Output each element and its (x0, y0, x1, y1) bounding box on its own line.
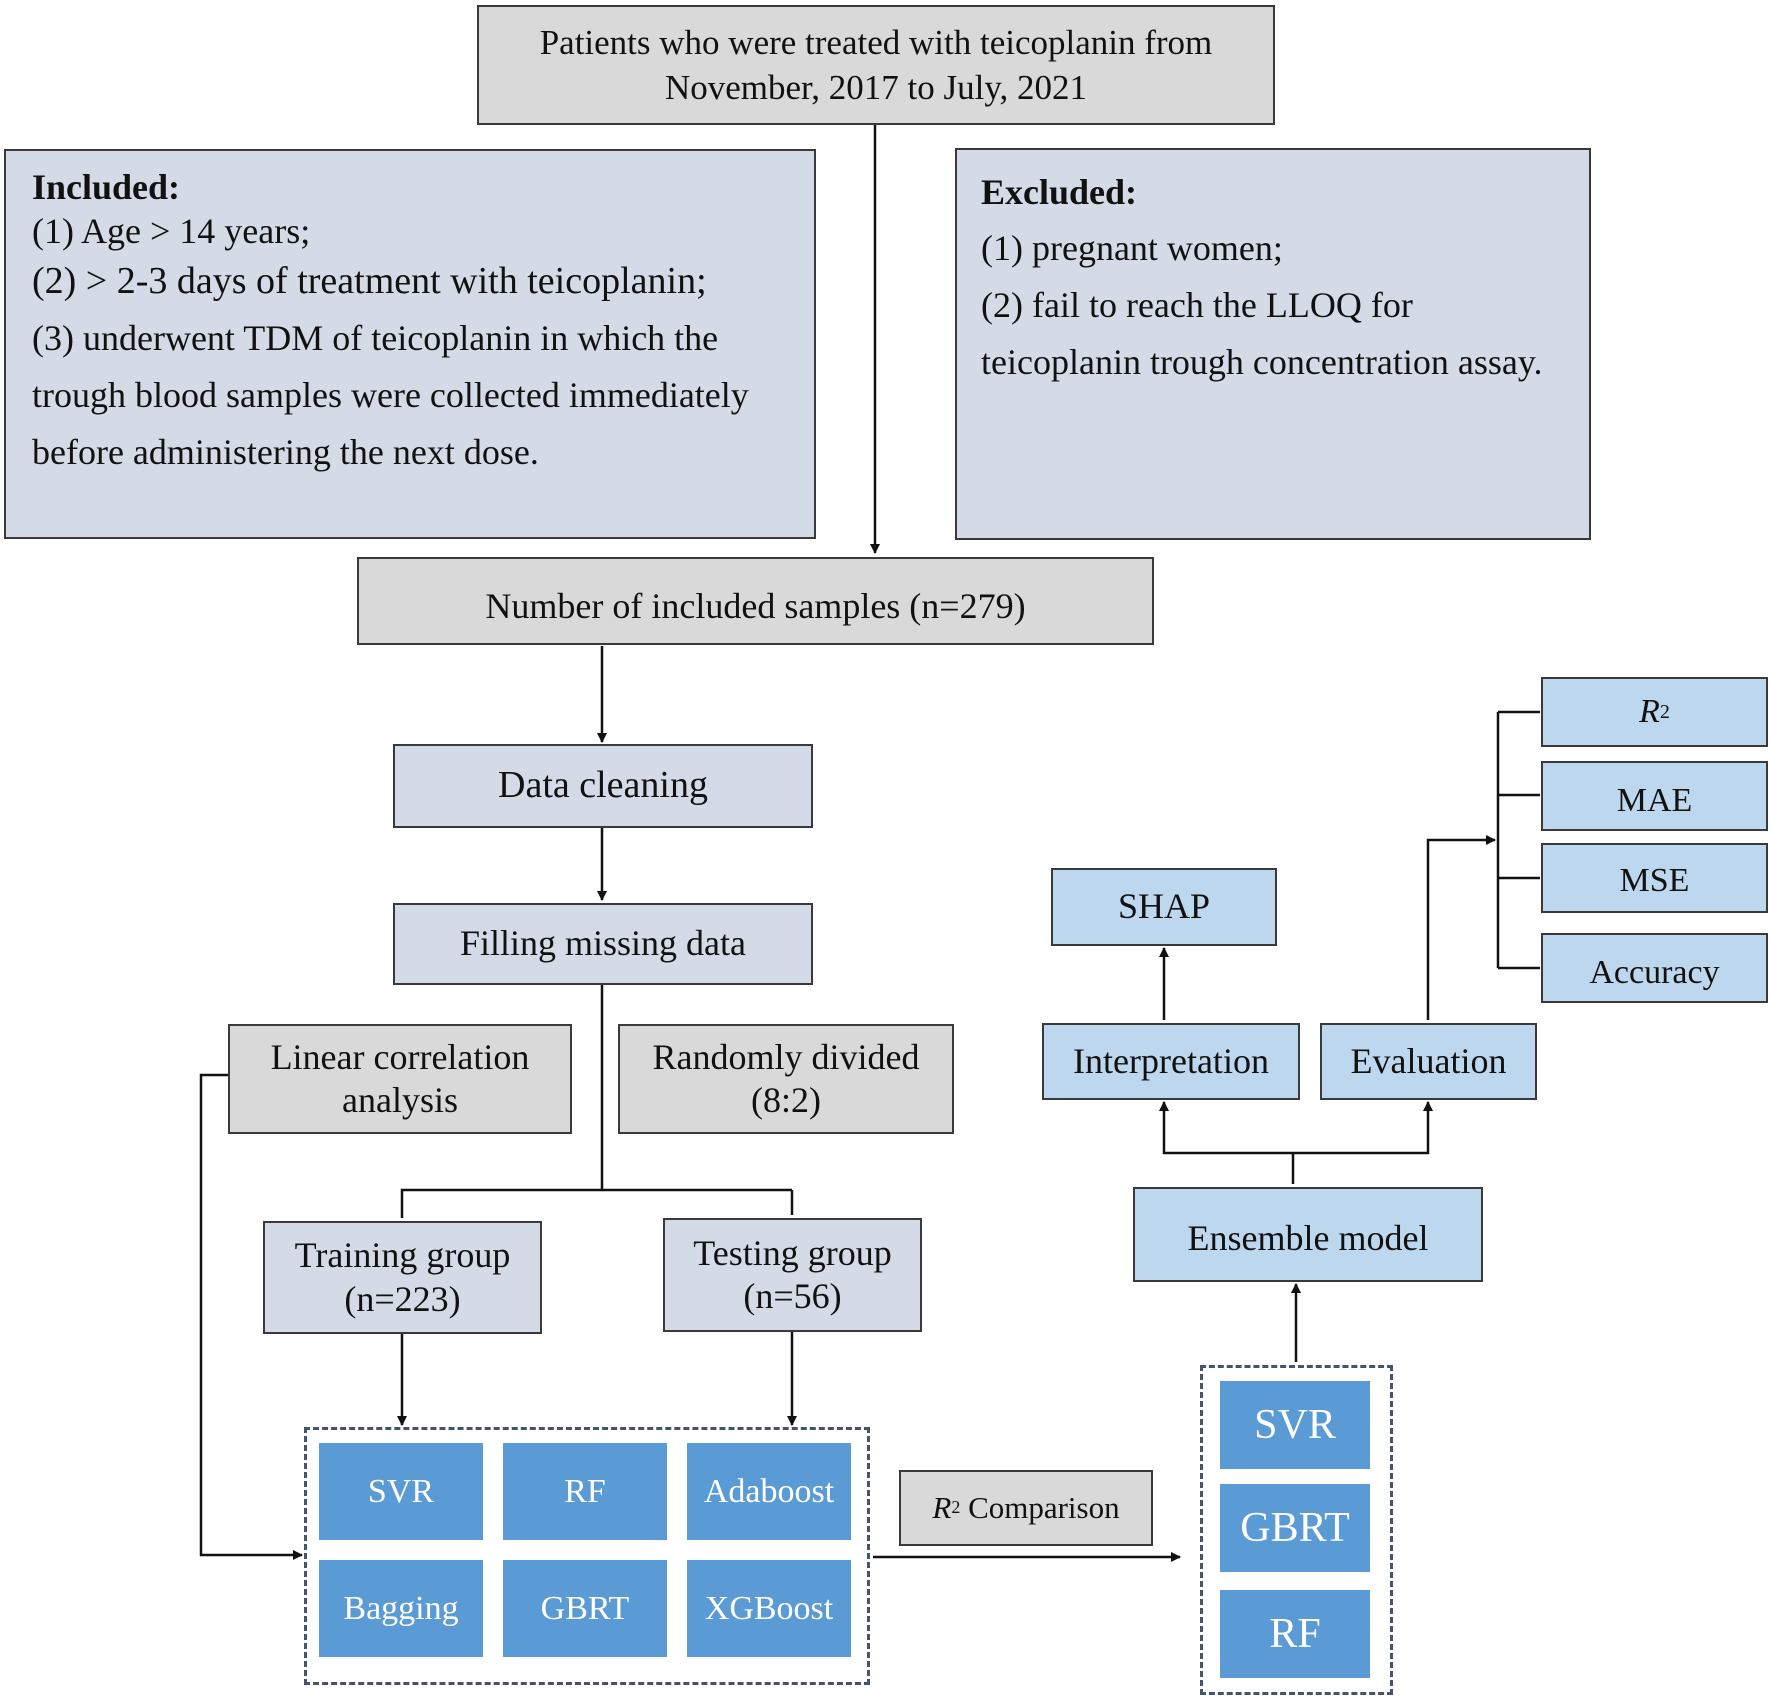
excluded-item-3: teicoplanin trough concentration assay. (981, 342, 1543, 382)
arrow-ensemble-to-interpretation (1159, 1101, 1293, 1155)
random-line-1: Randomly divided (652, 1036, 920, 1077)
included-samples-box: Number of included samples (n=279) (357, 557, 1154, 645)
metric-r2-symbol: R (1639, 692, 1660, 730)
data-cleaning-box: Data cleaning (393, 744, 813, 828)
model-gbrt: GBRT (503, 1560, 667, 1657)
training-line-2: (n=223) (344, 1278, 461, 1319)
model-bagging: Bagging (319, 1560, 483, 1657)
start-line-2: November, 2017 to July, 2021 (664, 68, 1088, 107)
candidate-models-container (304, 1427, 870, 1685)
shap-box: SHAP (1051, 868, 1277, 946)
model-rf: RF (503, 1443, 667, 1540)
selected-models-container (1200, 1365, 1393, 1695)
excluded-heading: Excluded: (981, 172, 1138, 212)
metric-mae-box: MAE (1541, 761, 1768, 831)
comparison-symbol: R (932, 1490, 952, 1526)
randomly-divided-box: Randomly divided (8:2) (618, 1024, 954, 1134)
comparison-sup: 2 (951, 1497, 961, 1518)
random-line-2: (8:2) (751, 1080, 821, 1120)
model-xgboost: XGBoost (687, 1560, 851, 1657)
metric-r2-sup: 2 (1659, 701, 1670, 723)
arrow-evaluation-to-metrics (1426, 835, 1496, 1020)
linear-correlation-box: Linear correlation analysis (228, 1024, 572, 1134)
excluded-item-2: (2) fail to reach the LLOQ for (981, 285, 1413, 325)
included-item-3: (3) underwent TDM of teicoplanin in whic… (32, 318, 719, 358)
selected-model-rf: RF (1220, 1590, 1370, 1678)
linear-line-1: Linear correlation (270, 1036, 530, 1077)
selected-model-svr: SVR (1220, 1381, 1370, 1469)
included-item-2: (2) > 2-3 days of treatment with teicopl… (32, 260, 707, 302)
included-criteria-box: Included: (1) Age > 14 years; (2) > 2-3 … (4, 149, 816, 539)
selected-model-gbrt: GBRT (1220, 1484, 1370, 1572)
arrow-ensemble-to-evaluation (1293, 1101, 1433, 1155)
testing-group-box: Testing group (n=56) (663, 1218, 922, 1332)
linear-line-2: analysis (342, 1080, 458, 1120)
model-svr: SVR (319, 1443, 483, 1540)
included-heading: Included: (32, 167, 181, 207)
model-adaboost: Adaboost (687, 1443, 851, 1540)
training-group-box: Training group (n=223) (263, 1221, 542, 1334)
filling-missing-data-box: Filling missing data (393, 903, 813, 985)
comparison-label: Comparison (960, 1490, 1120, 1526)
metric-accuracy-box: Accuracy (1541, 933, 1768, 1003)
evaluation-box: Evaluation (1320, 1023, 1537, 1100)
training-line-1: Training group (294, 1235, 511, 1276)
connector-filling-split (400, 985, 604, 1218)
arrow-linear-to-models (199, 1073, 303, 1560)
testing-line-1: Testing group (693, 1232, 892, 1273)
excluded-criteria-box: Excluded: (1) pregnant women; (2) fail t… (955, 148, 1591, 540)
start-line-1: Patients who were treated with teicoplan… (539, 23, 1213, 62)
start-box: Patients who were treated with teicoplan… (477, 5, 1275, 125)
interpretation-box: Interpretation (1042, 1023, 1300, 1100)
metric-mse-box: MSE (1541, 843, 1768, 913)
excluded-item-1: (1) pregnant women; (981, 228, 1283, 268)
testing-line-2: (n=56) (743, 1276, 842, 1316)
included-item-5: before administering the next dose. (32, 432, 539, 472)
included-item-4: trough blood samples were collected imme… (32, 375, 749, 415)
included-item-1: (1) Age > 14 years; (32, 211, 311, 251)
ensemble-model-box: Ensemble model (1133, 1187, 1483, 1282)
